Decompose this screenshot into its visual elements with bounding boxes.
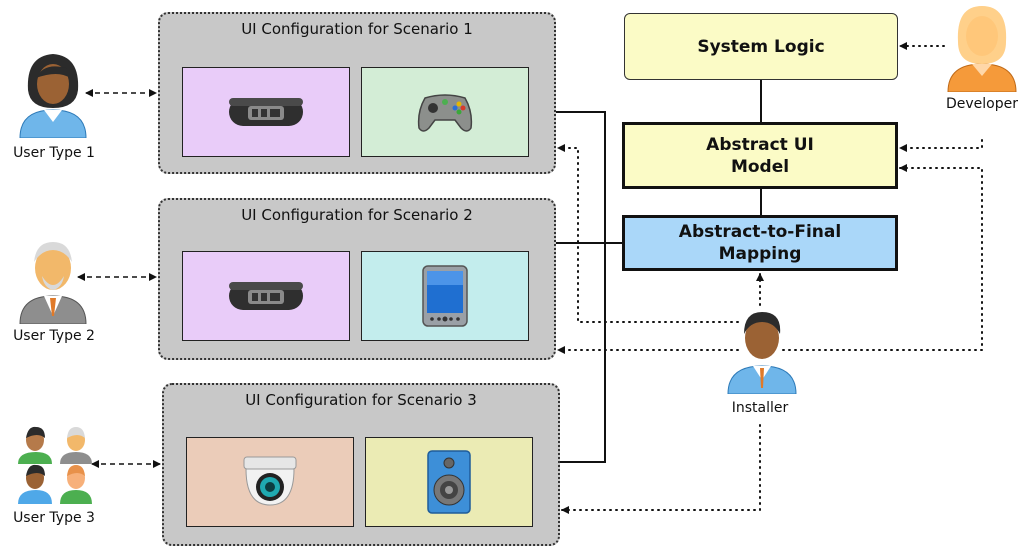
installer-to-scenario-3-arrow — [561, 424, 761, 514]
abstract-ui-label-line2: Model — [730, 156, 790, 177]
installer-label: Installer — [731, 400, 789, 416]
security-camera-icon — [243, 456, 297, 506]
developer-icon — [947, 6, 1017, 92]
system-logic-box: System Logic — [624, 13, 898, 80]
mapping-to-scenarios-bus — [556, 111, 606, 463]
developer-label: Developer — [945, 96, 1018, 112]
installer-to-scenario-1-arrow — [557, 144, 739, 323]
scenario-3-device-1 — [186, 437, 354, 527]
abstract-to-final-mapping-box: Abstract-to-Final Mapping — [622, 215, 898, 271]
scenario-2-device-1 — [182, 251, 350, 341]
scenario-2-configuration: UI Configuration for Scenario 2 — [158, 198, 556, 360]
scenario-1-device-2 — [361, 67, 529, 157]
wristband-icon — [229, 98, 303, 126]
scenario-1-configuration: UI Configuration for Scenario 1 — [158, 12, 556, 174]
mapping-label-line2: Mapping — [718, 244, 802, 264]
tablet-icon — [422, 265, 468, 327]
woman-user-icon — [19, 54, 87, 138]
abstract-ui-model-box: Abstract UI Model — [622, 122, 898, 189]
installer-icon — [727, 312, 797, 394]
developer-to-abstract-ui-arrow — [899, 139, 983, 152]
speaker-icon — [427, 450, 471, 514]
scenario-3-configuration: UI Configuration for Scenario 3 — [162, 383, 560, 546]
dotted-arrows — [557, 42, 983, 514]
scenario-3-title: UI Configuration for Scenario 3 — [245, 391, 477, 409]
scenario-1-device-1 — [182, 67, 350, 157]
abstract-ui-label-line1: Abstract UI — [706, 134, 814, 155]
wristband-icon — [229, 282, 303, 310]
installer-to-abstract-ui-arrow — [782, 164, 983, 351]
mapping-label-line1: Abstract-to-Final — [678, 222, 842, 242]
user-arrows — [77, 89, 161, 468]
user-type-2-label: User Type 2 — [13, 328, 95, 344]
user-type-3-label: User Type 3 — [13, 510, 95, 526]
user-type-1-label: User Type 1 — [13, 145, 95, 161]
scenario-2-title: UI Configuration for Scenario 2 — [241, 206, 473, 224]
scenario-1-title: UI Configuration for Scenario 1 — [241, 20, 473, 38]
solid-connectors — [556, 80, 762, 463]
scenario-3-device-2 — [365, 437, 533, 527]
elderly-user-icon — [19, 242, 87, 324]
scenario-2-device-2 — [361, 251, 529, 341]
gamepad-icon — [417, 94, 473, 132]
system-logic-label: System Logic — [697, 36, 825, 57]
user-group-icon — [18, 426, 92, 504]
